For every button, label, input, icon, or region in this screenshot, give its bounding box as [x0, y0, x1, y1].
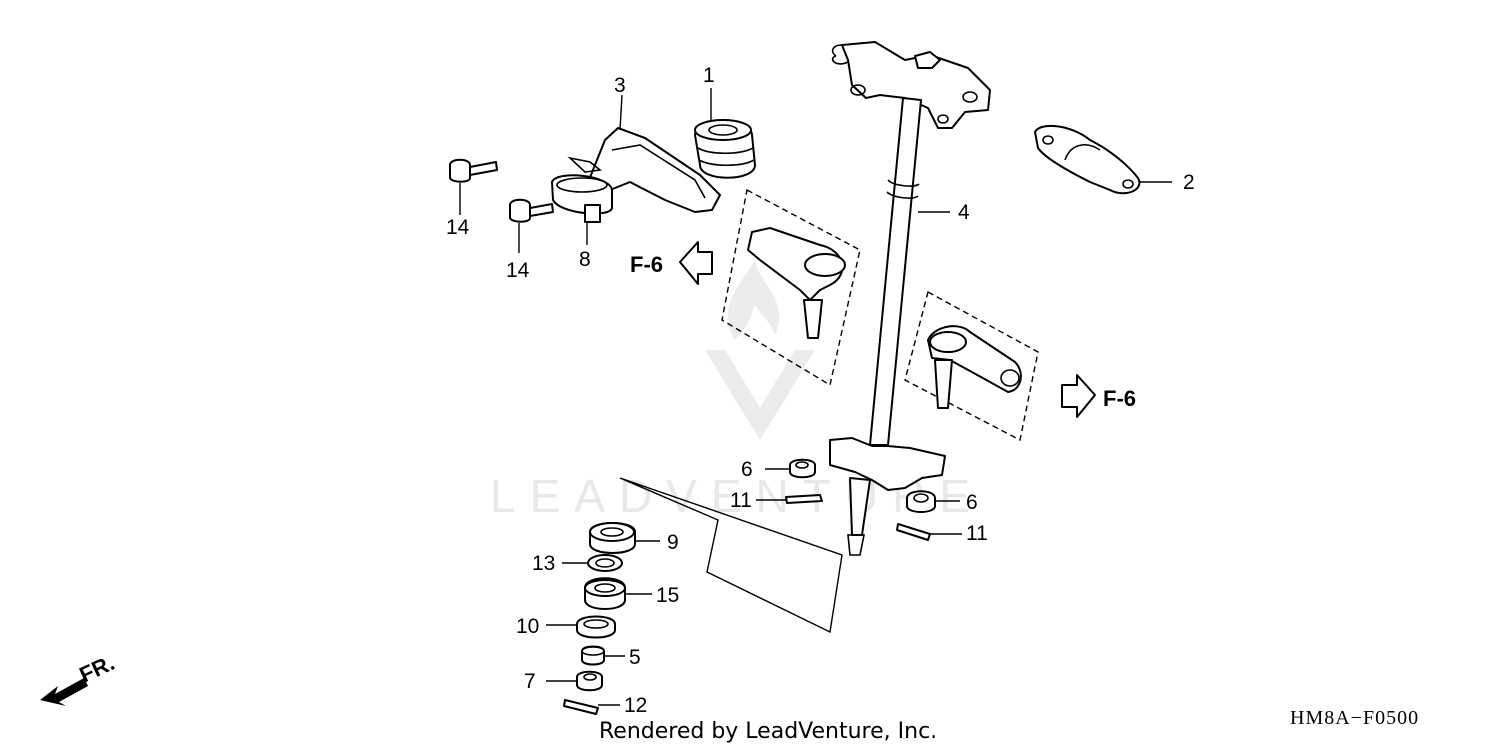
oil-seal-part-9 — [589, 522, 636, 554]
callout-9: 9 — [667, 531, 679, 554]
cotter-pin-part-12 — [563, 699, 599, 715]
ref-label-left: F-6 — [630, 252, 663, 277]
tie-rod-end-right — [904, 290, 1039, 442]
callout-14a: 14 — [446, 216, 470, 239]
oil-seal-part-10 — [576, 615, 616, 639]
ref-arrow-left: F-6 — [630, 241, 713, 285]
callout-4: 4 — [958, 201, 970, 224]
callout-6a: 6 — [741, 458, 753, 481]
callout-1: 1 — [703, 64, 715, 87]
ref-label-right: F-6 — [1103, 386, 1136, 411]
callout-2: 2 — [1183, 171, 1195, 194]
holder-part-3 — [567, 127, 721, 213]
cotter-pin-part-11a — [785, 494, 823, 504]
bolt-part-14b — [509, 198, 554, 223]
callout-8: 8 — [579, 248, 591, 271]
callouts: 1 2 3 4 8 14 14 6 11 6 11 9 13 15 10 5 7… — [446, 64, 1195, 717]
collar-part-13 — [587, 554, 623, 572]
leader-lines — [459, 88, 1172, 706]
callout-11a: 11 — [730, 489, 752, 512]
callout-12: 12 — [624, 694, 647, 717]
steering-shaft-part-4 — [829, 41, 991, 556]
diagram-code: HM8A−F0500 — [1290, 707, 1419, 729]
ref-arrow-right: F-6 — [1061, 374, 1136, 418]
collar-part-5 — [581, 645, 605, 666]
callout-3: 3 — [614, 74, 626, 97]
nut-part-6b — [906, 490, 936, 513]
callout-11b: 11 — [966, 522, 988, 545]
bearing-stack — [563, 477, 843, 715]
callout-5: 5 — [629, 646, 641, 669]
callout-7: 7 — [524, 670, 536, 693]
credit-text: Rendered by LeadVenture, Inc. — [599, 719, 937, 744]
callout-10: 10 — [516, 615, 539, 638]
nut-part-6a — [789, 458, 816, 479]
shaft-holder-part-2 — [1034, 124, 1141, 195]
callout-6b: 6 — [966, 491, 978, 514]
cotter-pin-part-11b — [896, 523, 931, 541]
nut-part-7 — [576, 670, 603, 692]
callout-15: 15 — [656, 584, 679, 607]
clamp-part-8 — [551, 174, 613, 223]
bearing-part-15 — [584, 577, 626, 610]
tie-rod-end-left — [721, 188, 861, 387]
collar-part-1 — [694, 119, 756, 179]
callout-13: 13 — [532, 552, 555, 575]
callout-14b: 14 — [506, 259, 530, 282]
bolt-part-14a — [449, 158, 498, 183]
front-arrow-icon: FR. — [40, 650, 118, 706]
